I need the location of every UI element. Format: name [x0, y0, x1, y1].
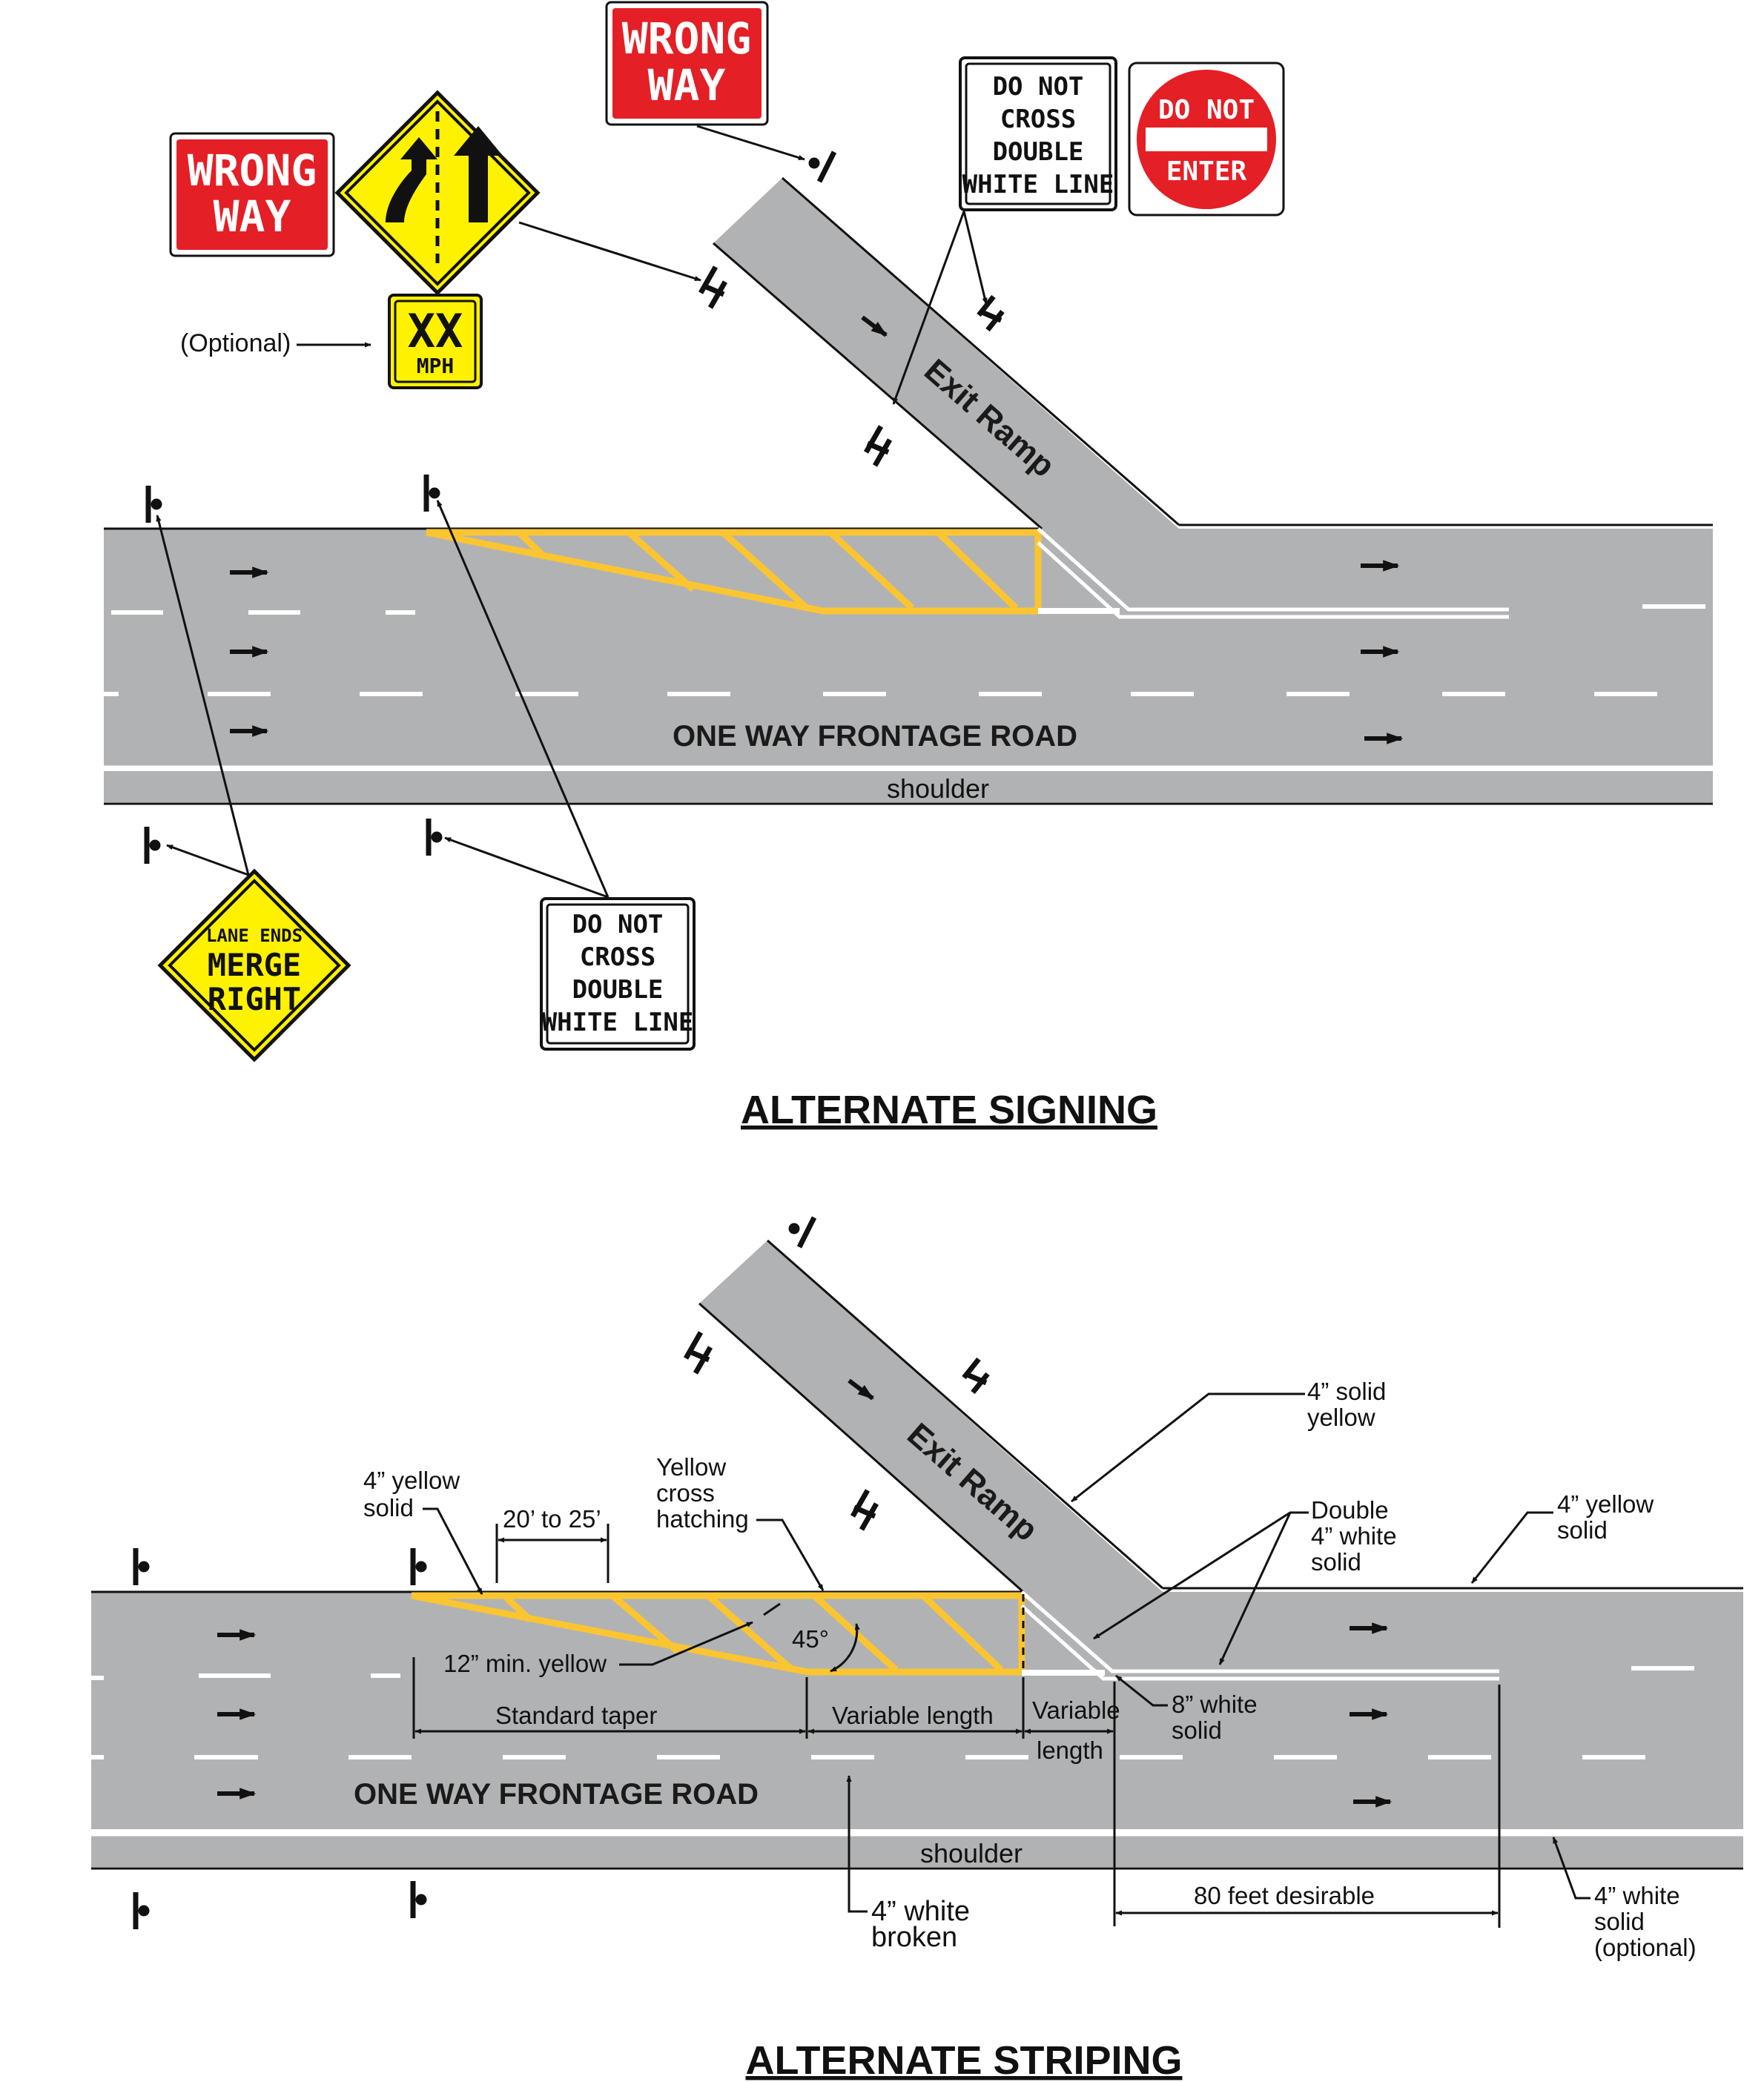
direction-arrows-bottom	[217, 1378, 1393, 1808]
callout-text: solid	[1557, 1516, 1608, 1544]
striping-labels: 4” yellow solid 20’ to 25’ Yellow cross …	[363, 1378, 1697, 1961]
sign-post-icon	[423, 475, 440, 512]
callout-text: 4” yellow	[363, 1467, 460, 1494]
callout-text: yellow	[1307, 1404, 1375, 1431]
frontage-road-top	[104, 529, 1713, 766]
double-sign-post-icon	[850, 1489, 879, 1531]
do-not-cross-sign-bottom: DO NOT CROSS DOUBLE WHITE LINE	[540, 897, 696, 1051]
sign-post-icons-bottom	[133, 1216, 990, 1929]
callout-text: solid	[1594, 1908, 1645, 1935]
lane-markings-bottom	[91, 1666, 1694, 1759]
svg-text:CROSS: CROSS	[580, 942, 655, 972]
callout-text: 4” white	[871, 1896, 970, 1927]
svg-text:LANE ENDS: LANE ENDS	[206, 925, 303, 946]
frontage-road-bottom	[91, 1592, 1743, 1829]
callout-text: cross	[656, 1479, 715, 1507]
callout-text: Variable	[1032, 1696, 1120, 1724]
svg-text:DO NOT: DO NOT	[572, 910, 664, 939]
callout-text: 80 feet desirable	[1194, 1882, 1375, 1909]
double-sign-post-icon	[962, 1357, 990, 1395]
svg-text:CROSS: CROSS	[1000, 105, 1076, 134]
callout-text: 4” white	[1594, 1882, 1680, 1909]
speed-advisory-plaque: XX MPH	[388, 294, 483, 389]
svg-text:ENTER: ENTER	[1166, 156, 1247, 187]
svg-text:WHITE LINE: WHITE LINE	[542, 1008, 694, 1037]
shoulder-top	[104, 771, 1713, 802]
do-not-enter-sign: DO NOT ENTER	[1128, 62, 1285, 217]
sign-post-icon	[808, 151, 837, 183]
sign-leaders-top	[156, 125, 988, 899]
lane-markings-top	[104, 604, 1705, 696]
added-lane-warning-sign	[334, 90, 541, 296]
double-white-line-top	[1037, 527, 1509, 619]
wrong-way-sign: WRONG WAY	[605, 1, 769, 126]
shoulder-label-bottom: shoulder	[920, 1838, 1023, 1868]
svg-text:DO NOT: DO NOT	[993, 72, 1084, 102]
striping-title: ALTERNATE STRIPING	[746, 2038, 1183, 2082]
callout-text: 20’ to 25’	[503, 1505, 601, 1533]
sign-post-icon	[410, 1881, 427, 1918]
double-white-line-bottom	[1020, 1590, 1499, 1681]
callout-text: 45°	[792, 1625, 829, 1653]
callout-text: solid	[363, 1494, 414, 1521]
striping-section: Exit Ramp ONE WAY FRONTAGE ROAD shoulder	[91, 1216, 1743, 2082]
lane-ends-merge-right-sign: LANE ENDS MERGE RIGHT	[157, 868, 351, 1063]
wrong-way-sign: WRONG WAY	[169, 132, 335, 257]
sign-post-icon	[145, 486, 162, 523]
sign-post-icon	[133, 1548, 150, 1585]
svg-text:MERGE: MERGE	[208, 947, 301, 983]
svg-text:DO NOT: DO NOT	[1158, 95, 1255, 125]
double-sign-post-icon	[977, 294, 1005, 332]
double-sign-post-icon	[863, 425, 893, 467]
callout-text: length	[1037, 1736, 1103, 1764]
frontage-road-label-bottom: ONE WAY FRONTAGE ROAD	[354, 1778, 759, 1811]
direction-arrows-top	[230, 315, 1404, 744]
callout-lines-bottom	[412, 1392, 1590, 1928]
double-sign-post-icon	[698, 265, 728, 309]
callout-text: 4” white	[1311, 1522, 1397, 1550]
signing-title: ALTERNATE SIGNING	[741, 1088, 1157, 1132]
callout-text: (optional)	[1594, 1934, 1697, 1961]
double-sign-post-icon	[683, 1331, 713, 1375]
shoulder-label-top: shoulder	[887, 773, 989, 804]
do-not-cross-sign-top: DO NOT CROSS DOUBLE WHITE LINE	[959, 56, 1117, 211]
sign-post-icon	[410, 1548, 427, 1585]
callout-text: 4” yellow	[1557, 1490, 1654, 1518]
exit-ramp-bottom	[699, 1240, 1163, 1592]
callout-text: Standard taper	[495, 1702, 657, 1729]
shoulder-bottom	[91, 1836, 1743, 1867]
svg-text:WAY: WAY	[214, 191, 291, 242]
svg-text:WRONG: WRONG	[188, 145, 317, 196]
callout-text: Double	[1311, 1496, 1389, 1524]
exit-ramp-top	[713, 178, 1179, 529]
callout-text: Yellow	[656, 1453, 726, 1481]
callout-text: broken	[871, 1922, 957, 1953]
callout-text: solid	[1311, 1548, 1361, 1576]
svg-text:WRONG: WRONG	[622, 13, 752, 64]
callout-text: 4” solid	[1307, 1378, 1386, 1405]
svg-text:WHITE LINE: WHITE LINE	[962, 170, 1114, 199]
svg-text:RIGHT: RIGHT	[208, 981, 301, 1017]
svg-text:WAY: WAY	[648, 60, 726, 110]
callout-text: 8” white	[1172, 1691, 1258, 1718]
callout-text: hatching	[656, 1505, 749, 1533]
sign-post-icons-top	[144, 151, 1005, 864]
frontage-road-label-top: ONE WAY FRONTAGE ROAD	[673, 720, 1077, 753]
sign-post-icon	[426, 819, 443, 856]
svg-text:MPH: MPH	[417, 354, 455, 378]
sign-post-icon	[133, 1892, 150, 1929]
sign-post-icon	[144, 827, 161, 864]
optional-label: (Optional)	[180, 329, 291, 357]
callout-text: solid	[1172, 1716, 1222, 1744]
straight-arrow-icon	[454, 126, 503, 222]
callout-text: Variable length	[832, 1702, 994, 1729]
svg-text:DOUBLE: DOUBLE	[572, 975, 664, 1005]
merge-arrow-icon	[386, 137, 437, 222]
svg-text:XX: XX	[408, 304, 463, 358]
callout-text: 12” min. yellow	[443, 1650, 607, 1677]
svg-text:DOUBLE: DOUBLE	[993, 137, 1084, 167]
signing-section: Exit Ramp ONE WAY FRONTAGE ROAD shoulder	[104, 1, 1713, 1132]
sign-post-icon	[788, 1216, 817, 1249]
